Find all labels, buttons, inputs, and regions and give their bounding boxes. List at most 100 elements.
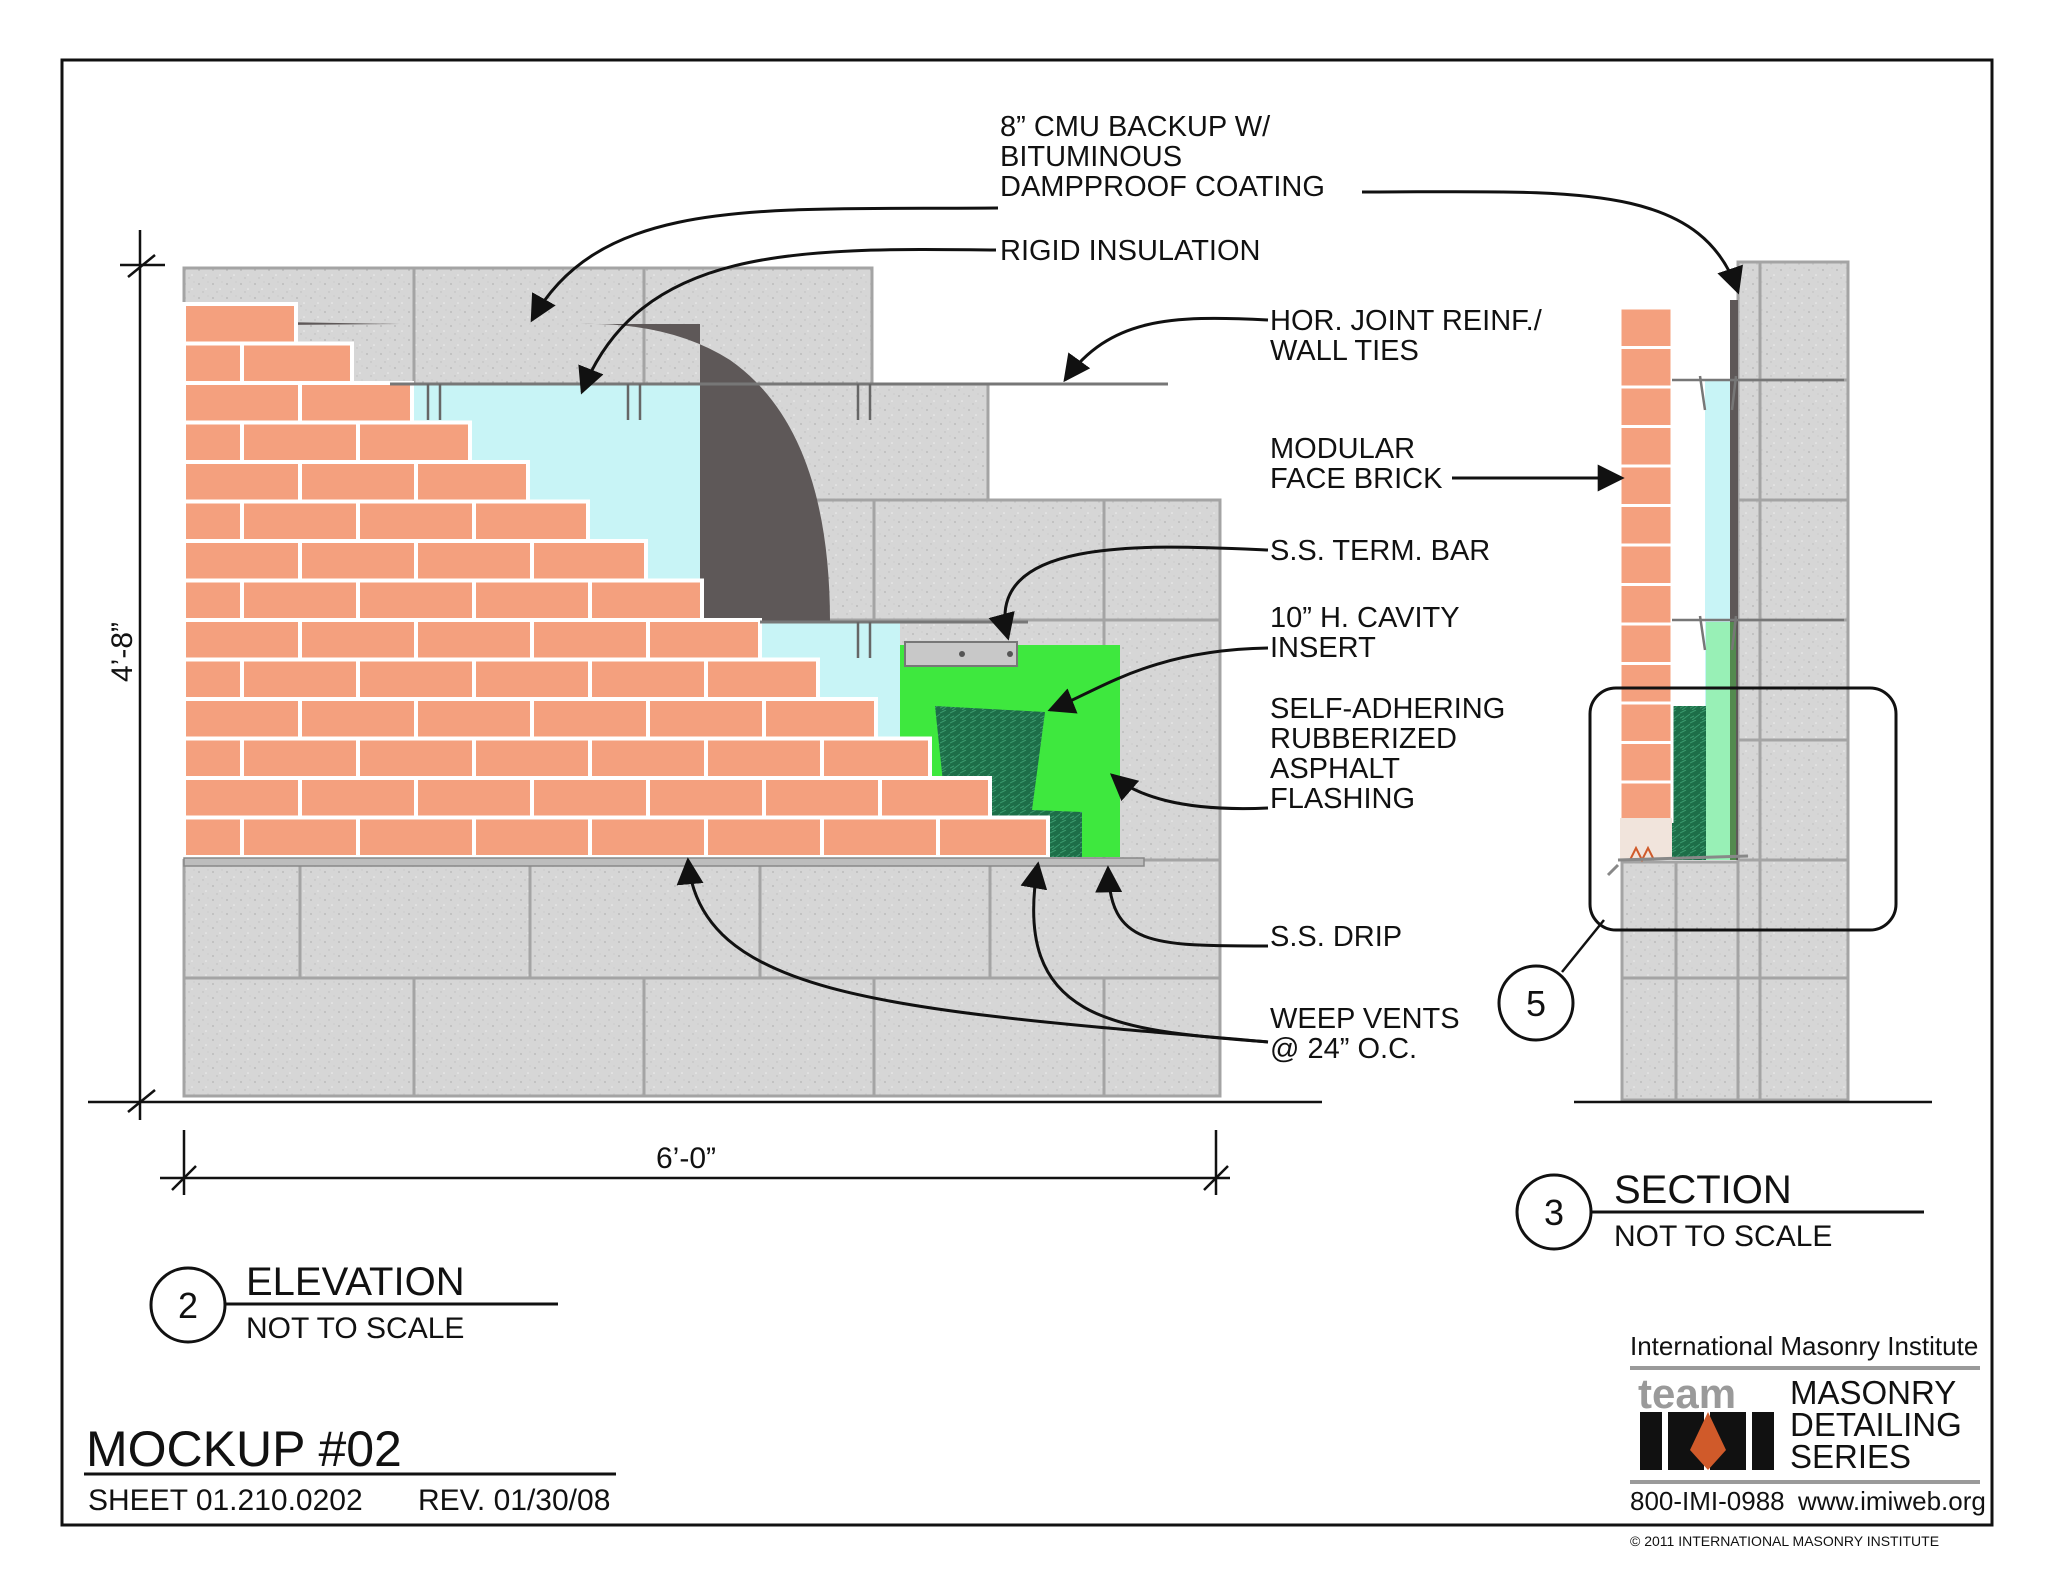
brick <box>588 578 704 622</box>
brick <box>472 736 592 780</box>
brick <box>240 341 354 385</box>
website: www.imiweb.org <box>1797 1486 1986 1516</box>
joint-reinf-label-1: HOR. JOINT REINF./ <box>1270 305 1543 337</box>
brick <box>240 815 360 859</box>
dampproof-coating <box>280 322 830 622</box>
flashing-label-2: RUBBERIZED <box>1270 723 1457 755</box>
brick <box>182 815 244 859</box>
brick <box>182 578 244 622</box>
section-drawing: 5 <box>1497 260 1932 1104</box>
rigid-insulation-label: RIGID INSULATION <box>1000 235 1261 267</box>
brick <box>182 657 244 701</box>
brick <box>936 815 1050 859</box>
brick <box>182 776 302 820</box>
brick <box>588 736 708 780</box>
sheet-border <box>60 58 1994 1527</box>
leader-lines <box>530 190 1743 1044</box>
brick <box>240 736 360 780</box>
cmu-backup-label-2: BITUMINOUS <box>1000 141 1182 173</box>
brick <box>356 578 476 622</box>
brick <box>182 539 302 583</box>
callout-labels: 8” CMU BACKUP W/ BITUMINOUS DAMPPROOF CO… <box>1000 111 1543 1065</box>
section-brick <box>1618 425 1674 468</box>
weep-label-2: @ 24” O.C. <box>1270 1033 1417 1065</box>
brick <box>298 776 418 820</box>
section-title: SECTION <box>1614 1168 1792 1212</box>
brick <box>820 736 932 780</box>
section-brick <box>1618 701 1674 744</box>
width-dimension: 6’-0” <box>656 1142 716 1175</box>
brick <box>182 381 302 425</box>
series-line-3: SERIES <box>1790 1438 1911 1475</box>
brick <box>646 618 762 662</box>
ss-drip <box>183 857 1145 867</box>
org-name: International Masonry Institute <box>1630 1331 1978 1361</box>
brick <box>182 618 302 662</box>
section-scale: NOT TO SCALE <box>1614 1220 1832 1253</box>
brick <box>298 618 418 662</box>
brick <box>414 460 530 504</box>
cmu-backup-label-1: 8” CMU BACKUP W/ <box>1000 111 1271 143</box>
brick <box>646 776 766 820</box>
copyright: © 2011 INTERNATIONAL MASONRY INSTITUTE <box>1630 1533 1939 1549</box>
brick <box>240 499 360 543</box>
section-brick <box>1618 583 1674 626</box>
detail-callout-box <box>1588 686 1898 932</box>
brick <box>298 381 414 425</box>
sheet-number: SHEET 01.210.0202 <box>88 1484 363 1517</box>
brick <box>472 578 592 622</box>
brick <box>472 499 590 543</box>
brick <box>298 460 418 504</box>
elevation-drawing: 4’-8” 6’-0” <box>88 230 1322 1195</box>
flashing-label-3: ASPHALT <box>1270 753 1400 785</box>
elevation-scale: NOT TO SCALE <box>246 1312 464 1345</box>
brick <box>530 776 650 820</box>
section-brick <box>1618 306 1674 349</box>
section-number: 3 <box>1544 1192 1564 1233</box>
brick <box>298 697 418 741</box>
brick <box>182 736 244 780</box>
sheet-title-block: MOCKUP #02 SHEET 01.210.0202 REV. 01/30/… <box>84 1421 616 1517</box>
mockup-title: MOCKUP #02 <box>86 1421 402 1477</box>
brick <box>414 697 534 741</box>
flashing-label-4: FLASHING <box>1270 783 1415 815</box>
cmu-backup-label-3: DAMPPROOF COATING <box>1000 171 1325 203</box>
brick <box>530 618 650 662</box>
term-bar-label: S.S. TERM. BAR <box>1270 535 1490 567</box>
brick <box>356 420 472 464</box>
brick <box>704 736 824 780</box>
brick <box>820 815 940 859</box>
face-brick-label-1: MODULAR <box>1270 433 1415 465</box>
section-brick <box>1618 385 1674 428</box>
brick <box>704 657 820 701</box>
brick <box>240 578 360 622</box>
brick <box>182 697 302 741</box>
elevation-title-block: 2 ELEVATION NOT TO SCALE <box>149 1260 558 1345</box>
brick <box>414 539 534 583</box>
detail-marker <box>1497 964 1575 1042</box>
brick <box>878 776 992 820</box>
brick <box>762 776 882 820</box>
brick <box>472 815 592 859</box>
drip-label: S.S. DRIP <box>1270 921 1402 953</box>
face-brick-label-2: FACE BRICK <box>1270 463 1443 495</box>
elevation-title: ELEVATION <box>246 1260 465 1304</box>
section-brick <box>1618 622 1674 665</box>
weep-label-1: WEEP VENTS <box>1270 1003 1460 1035</box>
flashing-label-1: SELF-ADHERING <box>1270 693 1505 725</box>
brick <box>588 815 708 859</box>
brick <box>588 657 708 701</box>
brick <box>472 657 592 701</box>
brick <box>240 420 360 464</box>
imi-mark-icon <box>1640 1412 1774 1470</box>
brick <box>182 341 244 385</box>
section-brick <box>1618 780 1674 823</box>
section-brick <box>1618 741 1674 784</box>
brick <box>240 657 360 701</box>
series-line-1: MASONRY <box>1790 1374 1956 1411</box>
brick <box>182 302 298 346</box>
brick <box>762 697 878 741</box>
brick <box>182 460 302 504</box>
detail-ref-number: 5 <box>1526 983 1546 1024</box>
